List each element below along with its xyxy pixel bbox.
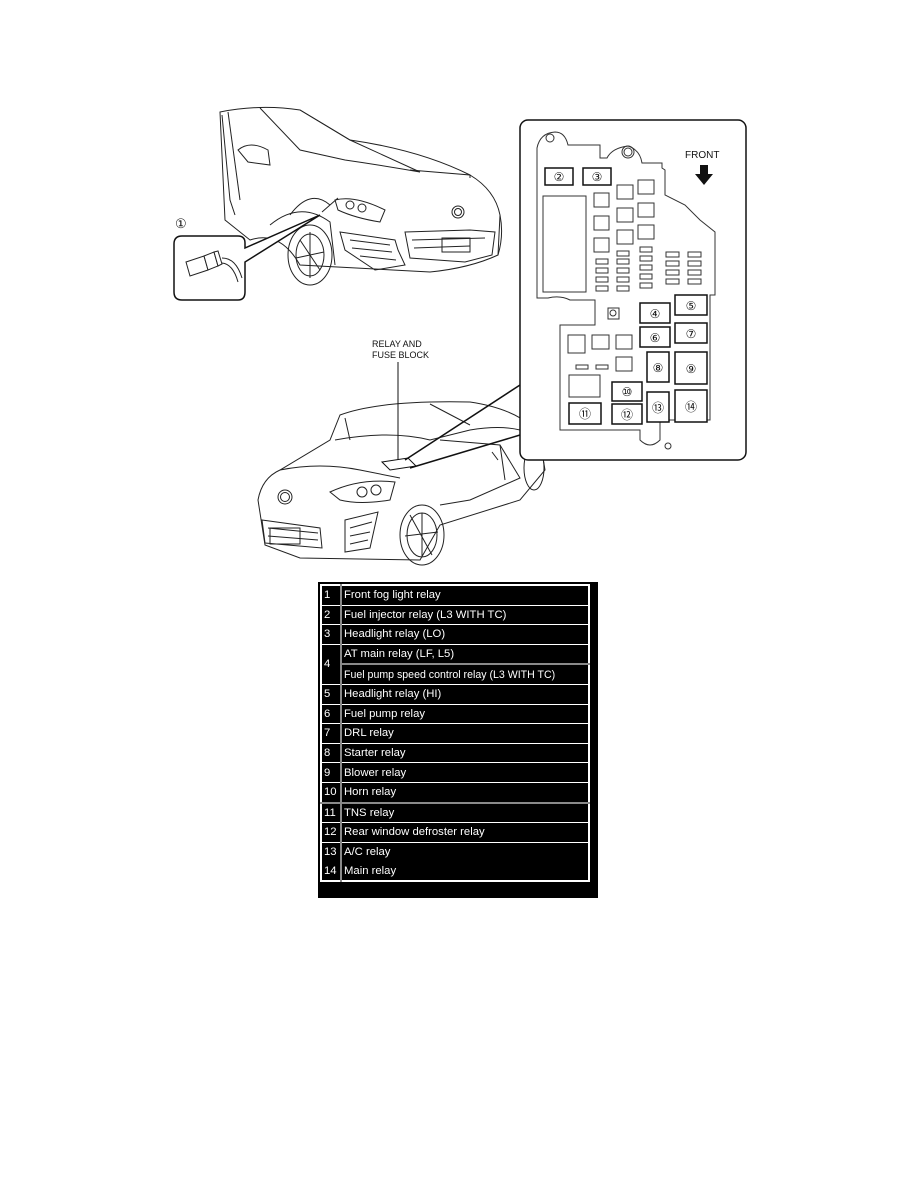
- callout-1-label: ①: [175, 216, 187, 231]
- relay-table-frame: 1 Front fog light relay 2 Fuel injector …: [318, 582, 598, 898]
- relay-description: A/C relay: [344, 846, 391, 859]
- relay-description: DRL relay: [341, 723, 589, 744]
- relay-description: AT main relay (LF, L5): [344, 648, 455, 661]
- table-row: Fuel pump speed control relay (L3 WITH T…: [321, 663, 589, 685]
- relay-number: 3: [321, 624, 342, 645]
- relay-number: 11: [321, 802, 342, 824]
- sedan-car-illustration: [257, 401, 546, 566]
- relay-slot-11: [568, 402, 602, 425]
- relay-slot-2-label: ②: [554, 170, 565, 184]
- relay-slot-12: [611, 403, 643, 425]
- relay-slot-14: [674, 389, 708, 423]
- relay-slot-10: [611, 381, 643, 402]
- relay-slot-8: [646, 351, 670, 383]
- front-label: FRONT: [685, 150, 719, 161]
- relay-description: Headlight relay (HI): [341, 684, 589, 705]
- relay-table: 1 Front fog light relay 2 Fuel injector …: [320, 584, 590, 882]
- relay-slot-13: [646, 391, 670, 423]
- table-row: 4 AT main relay (LF, L5): [321, 644, 589, 685]
- table-row: 9 Blower relay: [321, 762, 589, 783]
- relay-slot-13-label: ⑬: [652, 401, 664, 415]
- table-row: 13 A/C relay: [321, 842, 589, 862]
- relay-number: 6: [321, 704, 342, 725]
- relay-number: 13: [321, 842, 342, 862]
- relay-number: 12: [321, 822, 342, 843]
- relay-number: 4: [321, 644, 342, 685]
- relay-connector-icon: [185, 250, 243, 283]
- relay-slot-7-label: ⑦: [686, 327, 697, 341]
- table-row: 14 Main relay: [321, 861, 589, 881]
- relay-slot-14-label: ⑭: [685, 400, 697, 414]
- relay-description-alt: Fuel pump speed control relay (L3 WITH T…: [341, 663, 589, 685]
- relay-slot-4-label: ④: [650, 307, 661, 321]
- table-row: 8 Starter relay: [321, 743, 589, 764]
- relay-description: Fuel injector relay (L3 WITH TC): [341, 605, 589, 626]
- table-row: 3 Headlight relay (LO): [321, 624, 589, 645]
- front-fog-light-relay-callout: ①: [173, 214, 321, 301]
- table-row: 7 DRL relay: [321, 723, 589, 744]
- relay-slot-12-label: ⑫: [621, 408, 633, 422]
- relay-description: Fuel pump relay: [341, 704, 589, 725]
- relay-number: 5: [321, 684, 342, 705]
- relay-description: Headlight relay (LO): [341, 624, 589, 645]
- table-row: 12 Rear window defroster relay: [321, 822, 589, 843]
- table-row: 6 Fuel pump relay: [321, 704, 589, 725]
- relay-description: Blower relay: [341, 762, 589, 783]
- relay-slot-8-label: ⑧: [653, 361, 664, 375]
- table-row: 5 Headlight relay (HI): [321, 684, 589, 705]
- relay-slot-11-label: ⑪: [579, 407, 591, 421]
- relay-number: 9: [321, 762, 342, 783]
- relay-slot-6: [639, 326, 671, 348]
- relay-description: TNS relay: [341, 802, 589, 824]
- relay-slot-3-label: ③: [592, 170, 603, 184]
- relay-block-label-line1: RELAY AND: [372, 339, 422, 349]
- table-row: 1 Front fog light relay: [321, 585, 589, 606]
- relay-slot-5: [674, 294, 708, 316]
- relay-fuse-block-callout: RELAY AND FUSE BLOCK: [372, 339, 521, 471]
- relay-slot-3: [582, 167, 612, 186]
- relay-block-label-line2: FUSE BLOCK: [372, 350, 429, 360]
- table-row: 2 Fuel injector relay (L3 WITH TC): [321, 605, 589, 626]
- relay-slot-4: [639, 302, 671, 324]
- relay-slot-2: [544, 167, 574, 186]
- hatchback-car-illustration: [219, 106, 503, 286]
- relay-slot-9: [674, 351, 708, 385]
- table-row: 10 Horn relay: [321, 782, 589, 804]
- relay-slot-9-label: ⑨: [686, 362, 697, 376]
- relay-location-diagram: ① RELAY AND FUSE: [0, 0, 918, 580]
- relay-slot-5-label: ⑤: [686, 299, 697, 313]
- relay-number: 7: [321, 723, 342, 744]
- relay-number: 1: [321, 585, 342, 606]
- relay-number: 2: [321, 605, 342, 626]
- arrow-down-icon: [695, 165, 713, 185]
- relay-number: 10: [321, 782, 342, 804]
- relay-description: Main relay: [344, 864, 397, 877]
- relay-number: 14: [321, 861, 342, 881]
- relay-description: Horn relay: [341, 782, 589, 804]
- relay-slot-10-label: ⑩: [622, 385, 633, 399]
- relay-number: 8: [321, 743, 342, 764]
- relay-slot-6-label: ⑥: [650, 331, 661, 345]
- relay-description: Starter relay: [341, 743, 589, 764]
- table-row: 11 TNS relay: [321, 802, 589, 824]
- relay-description: Front fog light relay: [341, 585, 589, 606]
- relay-description: Rear window defroster relay: [341, 822, 589, 843]
- relay-block-detail: ② ③ ④ ⑤ ⑥ ⑦ ⑧ ⑨ ⑩ ⑪ ⑫ ⑬ ⑭ FRONT: [519, 119, 747, 461]
- relay-slot-7: [674, 322, 708, 344]
